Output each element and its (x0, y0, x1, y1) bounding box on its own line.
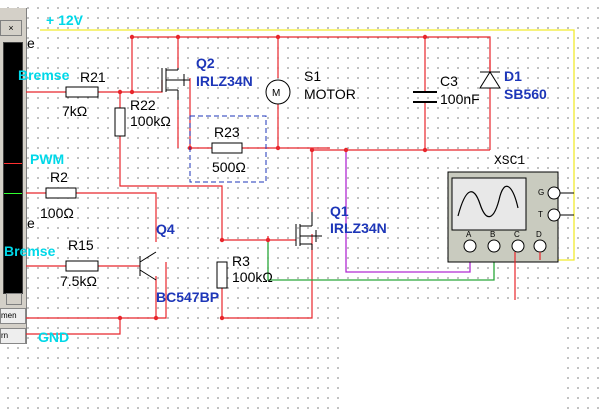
oscilloscope-screen (451, 177, 527, 231)
wire-top-rail (132, 36, 491, 150)
r2-ref: R2 (50, 169, 68, 185)
r15-value: 7.5kΩ (60, 273, 97, 289)
c3-ref: C3 (440, 73, 458, 89)
scope-pin-c: C (514, 230, 520, 239)
panel-button-2[interactable]: rn (0, 328, 26, 344)
r22-ref: R22 (130, 97, 156, 113)
panel-button-1[interactable]: men (0, 308, 26, 324)
scope-pin-t: T (538, 210, 543, 219)
r22-value: 100kΩ (130, 113, 171, 129)
q2-ref: Q2 (196, 55, 215, 71)
resistor-r21-body (65, 86, 99, 98)
mosfet-q2-symbol (161, 68, 190, 100)
d1-value: SB560 (504, 86, 547, 102)
red-trace (4, 163, 22, 164)
s1-value: MOTOR (304, 86, 356, 102)
wire-r22-down (119, 132, 223, 240)
scroll-handle[interactable] (6, 293, 22, 305)
r21-value: 7kΩ (62, 103, 88, 119)
wire-q1-gate (222, 236, 296, 241)
svg-text:M: M (272, 88, 280, 99)
blank-area (340, 300, 560, 416)
r21-ref: R21 (80, 69, 106, 85)
q2-value: IRLZ34N (196, 73, 253, 89)
wire-green-probe (267, 240, 495, 281)
resistor-r15-body (65, 260, 99, 272)
motor-symbol (265, 79, 291, 105)
net-label-bremse-top: Bremse (18, 67, 70, 83)
fragment-e2: e (27, 215, 35, 231)
mosfet-q1-symbol (295, 212, 322, 250)
c3-value: 100nF (440, 91, 480, 107)
scope-pin-g: G (538, 188, 545, 197)
r23-value: 500Ω (212, 159, 246, 175)
net-label-bremse-bottom: Bremse (4, 243, 56, 259)
d1-ref: D1 (504, 68, 522, 84)
r3-ref: R3 (232, 253, 250, 269)
r23-dashed-box (189, 115, 267, 183)
resistor-r22-body (114, 107, 126, 137)
r2-value: 100Ω (40, 205, 74, 221)
fragment-e1: e (27, 35, 35, 51)
close-icon[interactable] (0, 20, 22, 36)
scope-pin-d: D (536, 230, 542, 239)
q4-ref: Q4 (156, 221, 175, 237)
resistor-r2-body (45, 187, 77, 199)
diode-body (479, 71, 501, 89)
oscilloscope-waveform (457, 185, 519, 218)
resistor-r3-body (216, 261, 228, 289)
scope-pin-b: B (490, 230, 496, 239)
r23-ref: R23 (214, 124, 240, 140)
oscilloscope-title: XSC1 (494, 153, 526, 168)
q1-value: IRLZ34N (330, 220, 387, 236)
s1-ref: S1 (304, 68, 322, 84)
q1-ref: Q1 (330, 203, 349, 219)
net-label-pwm: PWM (30, 151, 65, 167)
capacitor-plates (413, 91, 437, 103)
wire-r2 (26, 192, 157, 242)
q4-value: BC547BP (156, 289, 220, 305)
r3-value: 100kΩ (232, 269, 273, 285)
net-label-gnd: GND (38, 329, 70, 345)
green-trace (4, 193, 22, 194)
scope-pin-a: A (466, 230, 472, 239)
r15-ref: R15 (68, 237, 94, 253)
net-label-vcc: + 12V (46, 12, 83, 28)
scope-window-panel[interactable]: men rn (0, 8, 27, 344)
resistor-r23-body (211, 142, 243, 154)
bjt-q4-symbol (139, 251, 157, 281)
